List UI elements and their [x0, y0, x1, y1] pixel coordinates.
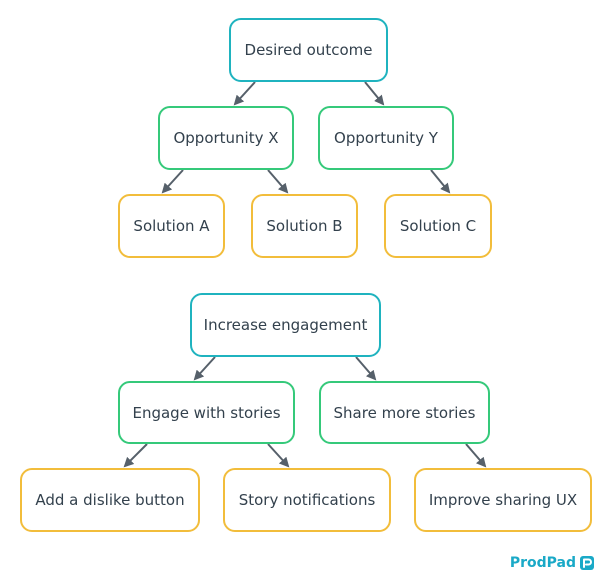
edge-engage-with-stories-to-add-dislike-button — [123, 443, 148, 468]
solution-node-solution-a: Solution A — [118, 194, 225, 258]
goal-node-increase-engagement: Increase engagement — [190, 293, 381, 357]
node-label: Engage with stories — [132, 403, 281, 422]
edge-opportunity-y-to-solution-c — [430, 169, 451, 194]
prodpad-logo: ProdPad — [510, 555, 595, 571]
node-label: Increase engagement — [203, 316, 368, 334]
opportunity-node-opportunity-x: Opportunity X — [158, 106, 294, 170]
node-label: Solution A — [133, 217, 210, 235]
node-label: Opportunity X — [173, 129, 279, 147]
node-label: Share more stories — [333, 403, 476, 422]
edge-opportunity-x-to-solution-a — [161, 169, 184, 194]
node-label: Opportunity Y — [334, 129, 438, 147]
solution-node-solution-c: Solution C — [384, 194, 492, 258]
node-label: Solution C — [399, 217, 477, 235]
edge-increase-engagement-to-share-more-stories — [355, 356, 377, 381]
solution-node-add-dislike-button: Add a dislike button — [20, 468, 200, 532]
solution-node-solution-b: Solution B — [251, 194, 358, 258]
solution-node-story-notifications: Story notifications — [223, 468, 391, 532]
node-label: Story notifications — [238, 491, 376, 509]
opportunity-node-engage-with-stories: Engage with stories — [118, 381, 295, 444]
goal-node-desired-outcome: Desired outcome — [229, 18, 388, 82]
edge-share-more-stories-to-improve-sharing-ux — [465, 443, 487, 468]
solution-node-improve-sharing-ux: Improve sharing UX — [414, 468, 592, 532]
opportunity-node-share-more-stories: Share more stories — [319, 381, 490, 444]
opportunity-node-opportunity-y: Opportunity Y — [318, 106, 454, 170]
logo-wordmark: ProdPad — [509, 555, 576, 571]
prodpad-logo-icon — [580, 556, 594, 570]
node-label: Improve sharing UX — [428, 491, 578, 509]
edge-opportunity-x-to-solution-b — [267, 169, 289, 194]
edge-desired-outcome-to-opportunity-x — [233, 81, 256, 106]
edge-desired-outcome-to-opportunity-y — [364, 81, 385, 106]
edge-engage-with-stories-to-story-notifications — [267, 443, 290, 468]
node-label: Desired outcome — [244, 41, 373, 59]
node-label: Solution B — [266, 217, 343, 235]
node-label: Add a dislike button — [35, 491, 185, 509]
edge-increase-engagement-to-engage-with-stories — [193, 356, 216, 381]
